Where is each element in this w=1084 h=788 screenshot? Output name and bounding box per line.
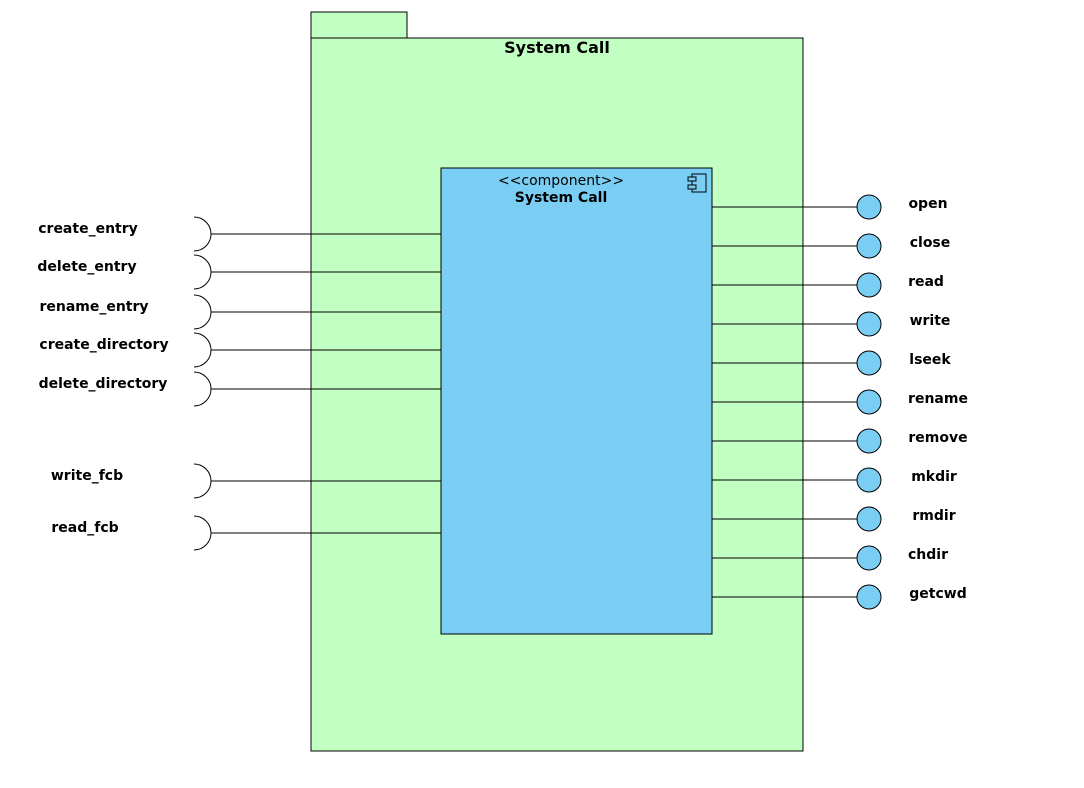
required-interface-delete-directory[interactable]: delete_directory (39, 371, 441, 407)
provided-interfaces: open close read write lseek rename remove mkdir… (712, 194, 968, 610)
component-system-call[interactable]: <<component>> System Call (440, 167, 713, 635)
interface-label: mkdir (911, 469, 957, 485)
interface-label: getcwd (909, 586, 966, 602)
interface-label: rmdir (912, 508, 955, 524)
lollipop (856, 545, 882, 571)
lollipop (856, 584, 882, 610)
provided-interface-getcwd[interactable]: getcwd (712, 584, 967, 610)
provided-interface-close[interactable]: close (712, 233, 951, 259)
interface-label: write_fcb (51, 468, 123, 484)
socket (193, 463, 212, 499)
provided-interface-read[interactable]: read (712, 272, 944, 298)
lollipop (856, 428, 882, 454)
interface-label: create_entry (38, 221, 138, 237)
component-icon (687, 173, 707, 193)
interface-label: delete_entry (37, 259, 136, 275)
provided-interface-write[interactable]: write (712, 311, 951, 337)
interface-label: delete_directory (39, 376, 168, 392)
component-name: System Call (515, 190, 608, 206)
interface-label: read_fcb (51, 520, 118, 536)
lollipop (856, 467, 882, 493)
lollipop (856, 233, 882, 259)
lollipop (856, 389, 882, 415)
socket (193, 216, 212, 252)
socket (193, 294, 212, 330)
component-body (440, 167, 713, 635)
interface-label: close (910, 235, 951, 251)
interface-label: remove (908, 430, 967, 446)
socket (193, 515, 212, 551)
interface-label: lseek (909, 352, 951, 368)
required-interface-delete-entry[interactable]: delete_entry (37, 254, 441, 290)
required-interfaces: create_entry delete_entry rename_entrycrea… (37, 216, 441, 551)
required-interface-create-entry[interactable]: create_entry (38, 216, 441, 252)
provided-interface-rmdir[interactable]: rmdir (712, 506, 956, 532)
component-stereotype: <<component>> (498, 173, 624, 189)
socket (193, 254, 212, 290)
package-title: System Call (504, 38, 610, 57)
provided-interface-lseek[interactable]: lseek (712, 350, 951, 376)
provided-interface-rename[interactable]: rename (712, 389, 968, 415)
provided-interface-remove[interactable]: remove (712, 428, 968, 454)
lollipop (856, 194, 882, 220)
socket (193, 332, 212, 368)
interface-label: write (910, 313, 951, 329)
socket (193, 371, 212, 407)
provided-interface-open[interactable]: open (712, 194, 948, 220)
interface-label: read (908, 274, 944, 290)
interface-label: chdir (908, 547, 948, 563)
required-interface-rename-entry[interactable]: rename_entry (39, 294, 441, 330)
lollipop (856, 506, 882, 532)
provided-interface-mkdir[interactable]: mkdir (712, 467, 957, 493)
required-interface-read-fcb[interactable]: read_fcb (51, 515, 441, 551)
interface-label: rename_entry (39, 299, 148, 315)
required-interface-create-directory[interactable]: create_directory (39, 332, 441, 368)
lollipop (856, 272, 882, 298)
package-tab (310, 11, 408, 39)
lollipop (856, 311, 882, 337)
interface-label: open (908, 196, 947, 212)
lollipop (856, 350, 882, 376)
interface-label: rename (908, 391, 968, 407)
required-interface-write-fcb[interactable]: write_fcb (51, 463, 441, 499)
provided-interface-chdir[interactable]: chdir (712, 545, 948, 571)
interface-label: create_directory (39, 337, 168, 353)
